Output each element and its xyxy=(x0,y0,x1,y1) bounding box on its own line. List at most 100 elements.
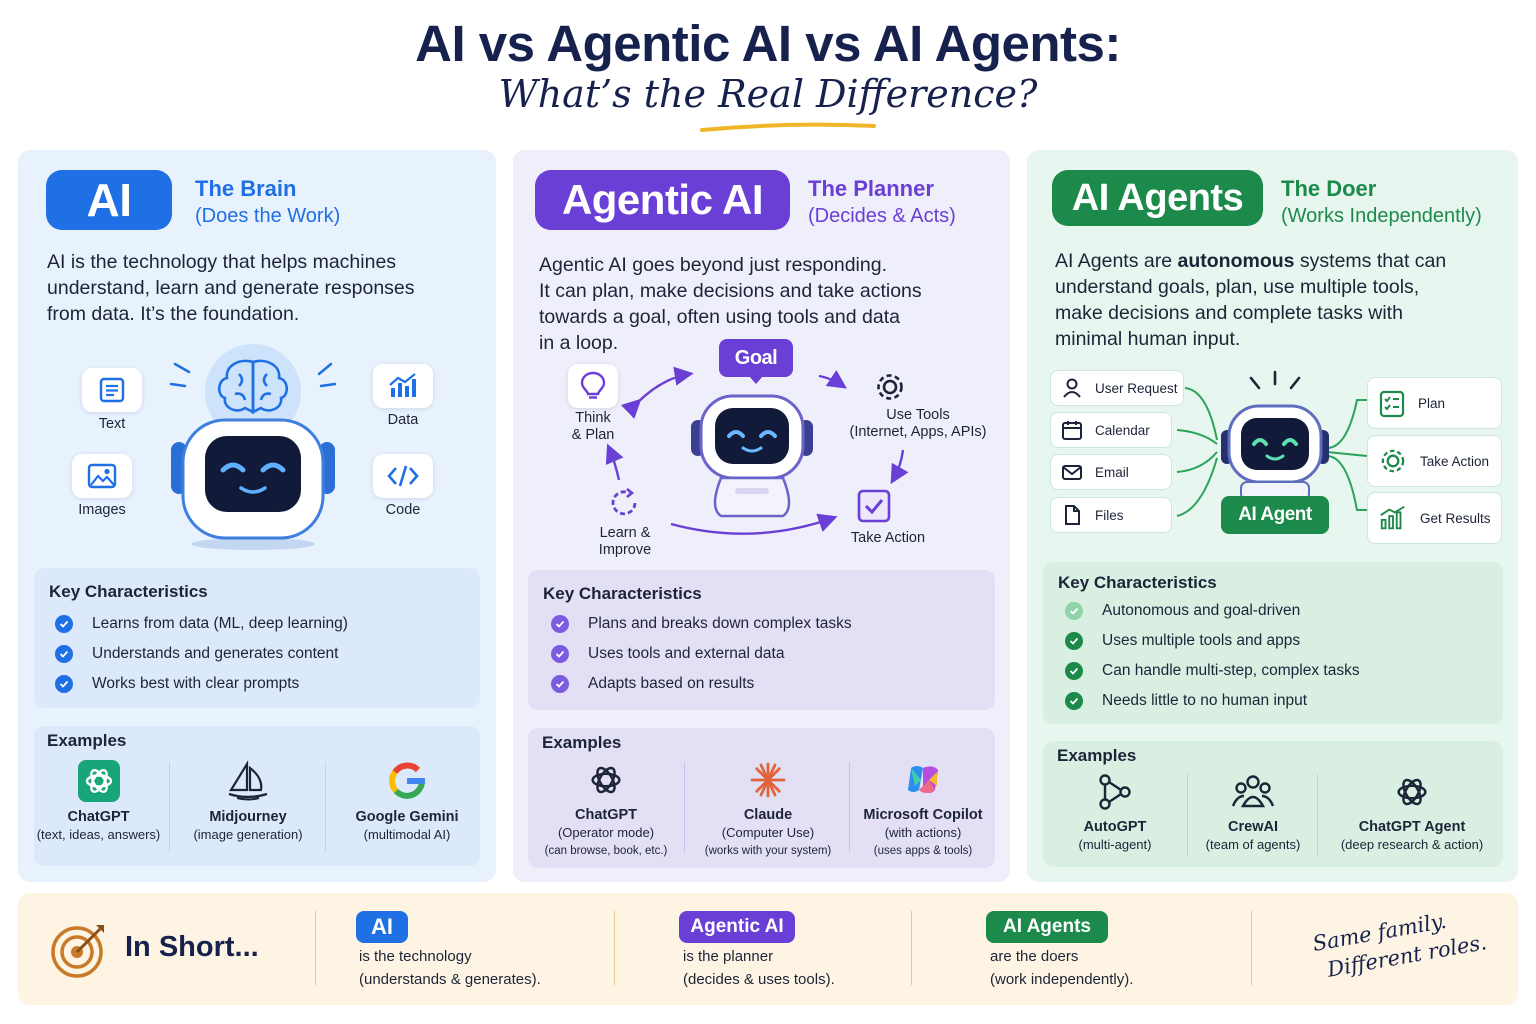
list-item: Uses tools and external data xyxy=(551,639,852,669)
text-icon-box xyxy=(82,368,142,412)
example-crewai: CrewAI(team of agents) xyxy=(1191,772,1315,854)
agentic-loop-diagram xyxy=(605,366,909,535)
agents-key-list: Autonomous and goal-driven Uses multiple… xyxy=(1065,596,1360,716)
example-chatgpt-agent: ChatGPT Agent(deep research & action) xyxy=(1323,772,1501,854)
output-take-action: Take Action xyxy=(1367,435,1502,487)
openai-logo-icon xyxy=(1397,778,1427,806)
input-email: Email xyxy=(1050,454,1172,490)
check-icon xyxy=(55,615,73,633)
example-claude: Claude(Computer Use)(works with your sys… xyxy=(693,760,843,860)
in-short-bar: In Short... AI is the technology(underst… xyxy=(18,893,1518,1005)
agentic-role: The Planner xyxy=(808,176,934,201)
goal-badge-tail xyxy=(749,376,763,384)
agents-description: AI Agents are autonomous systems that ca… xyxy=(1055,250,1447,350)
agentic-examples-title: Examples xyxy=(542,733,622,752)
think-plan-icon-box xyxy=(568,364,618,408)
check-icon xyxy=(1065,602,1083,620)
agents-role-sub: (Works Independently) xyxy=(1281,205,1482,227)
google-logo-icon xyxy=(389,762,425,799)
lightbulb-icon xyxy=(580,371,606,399)
example-gemini: Google Gemini(multimodal AI) xyxy=(336,760,478,844)
email-icon xyxy=(1062,465,1082,480)
check-icon xyxy=(551,675,569,693)
code-label: Code xyxy=(385,502,421,518)
input-files: Files xyxy=(1050,497,1172,533)
short-ai-pill: AI xyxy=(356,911,408,943)
ai-examples-title: Examples xyxy=(47,731,127,750)
calendar-icon xyxy=(1062,421,1082,440)
ai-key-list: Learns from data (ML, deep learning) Und… xyxy=(55,609,348,699)
ai-key-title: Key Characteristics xyxy=(49,582,208,601)
check-icon xyxy=(1065,662,1083,680)
page-subtitle: What’s the Real Difference? xyxy=(498,72,1038,116)
data-icon-box xyxy=(373,364,433,408)
file-icon xyxy=(1065,505,1080,525)
list-item: Understands and generates content xyxy=(55,639,348,669)
list-item: Needs little to no human input xyxy=(1065,686,1360,716)
list-item: Adapts based on results xyxy=(551,669,852,699)
target-icon xyxy=(51,925,104,978)
images-icon-box xyxy=(72,454,132,498)
short-agentic-text: is the planner(decides & uses tools). xyxy=(683,948,835,988)
check-icon xyxy=(1065,692,1083,710)
nodes-icon xyxy=(1099,774,1131,810)
brain-icon xyxy=(217,359,289,415)
check-icon xyxy=(55,675,73,693)
example-copilot: Microsoft Copilot(with actions)(uses app… xyxy=(853,760,993,860)
images-label: Images xyxy=(78,502,126,518)
agents-key-title: Key Characteristics xyxy=(1058,573,1217,592)
check-icon xyxy=(55,645,73,663)
agentic-panel: Agentic AI The Planner (Decides & Acts) … xyxy=(513,150,1010,882)
gear-icon xyxy=(1381,449,1405,473)
list-item: Learns from data (ML, deep learning) xyxy=(55,609,348,639)
checklist-icon xyxy=(1379,390,1405,418)
image-icon xyxy=(87,463,117,489)
goal-badge: Goal xyxy=(719,339,793,377)
in-short-title: In Short... xyxy=(125,931,259,963)
claude-starburst-icon xyxy=(750,762,786,798)
take-action-label: Take Action xyxy=(850,530,926,546)
copilot-logo-icon xyxy=(908,766,938,793)
text-doc-icon xyxy=(99,377,125,403)
refresh-cycle-icon xyxy=(611,487,637,516)
agentic-key-list: Plans and breaks down complex tasks Uses… xyxy=(551,609,852,699)
ai-robot-illustration xyxy=(169,344,337,550)
example-autogpt: AutoGPT(multi-agent) xyxy=(1045,772,1185,854)
short-ai-text: is the technology(understands & generate… xyxy=(359,948,541,988)
ai-role-sub: (Does the Work) xyxy=(195,205,341,227)
list-item: Works best with clear prompts xyxy=(55,669,348,699)
agents-key-characteristics xyxy=(1043,562,1503,724)
openai-logo-icon xyxy=(77,760,120,802)
input-calendar: Calendar xyxy=(1050,412,1172,448)
check-icon xyxy=(551,645,569,663)
agentic-key-characteristics xyxy=(528,570,995,710)
chart-icon xyxy=(389,373,416,397)
user-icon xyxy=(1063,378,1081,398)
ai-description: AI is the technology that helps machines… xyxy=(47,251,415,325)
short-agents-text: are the doers(work independently). xyxy=(990,948,1134,988)
ai-pill: AI xyxy=(46,170,172,230)
agentic-description: Agentic AI goes beyond just responding.I… xyxy=(539,254,922,354)
gear-icon xyxy=(877,374,903,400)
agentic-examples xyxy=(528,728,995,868)
list-item: Plans and breaks down complex tasks xyxy=(551,609,852,639)
output-plan: Plan xyxy=(1367,377,1502,429)
code-icon xyxy=(387,465,419,487)
check-icon xyxy=(1065,632,1083,650)
short-agents-pill: AI Agents xyxy=(986,911,1108,943)
list-item: Uses multiple tools and apps xyxy=(1065,626,1360,656)
data-label: Data xyxy=(387,412,419,428)
openai-logo-icon xyxy=(591,766,621,794)
list-item: Autonomous and goal-driven xyxy=(1065,596,1360,626)
agentic-role-sub: (Decides & Acts) xyxy=(808,205,956,227)
tagline: Same family.Different roles. xyxy=(1310,908,1489,982)
growth-chart-icon xyxy=(1380,505,1405,530)
agents-pill: AI Agents xyxy=(1052,170,1263,226)
list-item: Can handle multi-step, complex tasks xyxy=(1065,656,1360,686)
ai-agent-badge: AI Agent xyxy=(1221,496,1329,534)
input-user-request: User Request xyxy=(1050,370,1184,406)
example-midjourney: Midjourney(image generation) xyxy=(180,760,316,844)
ai-key-characteristics xyxy=(34,568,480,708)
short-agentic-pill: Agentic AI xyxy=(679,911,795,943)
code-icon-box xyxy=(373,454,433,498)
